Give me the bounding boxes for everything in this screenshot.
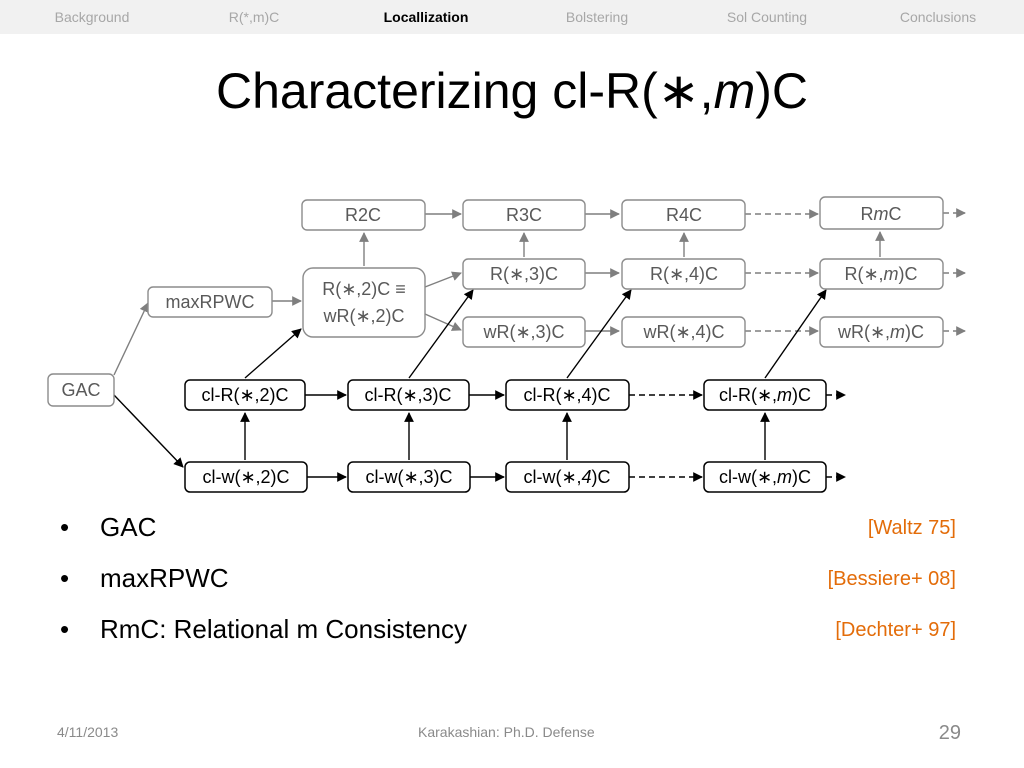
slide-title: Characterizing cl-R(∗,m)C: [216, 63, 808, 119]
node-clr2c-label: cl-R(∗,2)C: [201, 385, 288, 405]
node-clw3c-label: cl-w(∗,3)C: [365, 467, 452, 487]
bullet-text: maxRPWC: [100, 563, 229, 593]
edge-gac-maxrpwc: [113, 302, 149, 376]
node-r4c-box: [621, 199, 746, 231]
node-clw4c-box: [505, 461, 630, 493]
edge-gac-clw2c: [113, 394, 184, 468]
node-clr4c-label: cl-R(∗,4)C: [523, 385, 610, 405]
node-clr4c-box: [505, 379, 630, 411]
edge-clr2c-r2c-equiv: [244, 328, 302, 379]
node-clr3c-box: [347, 379, 470, 411]
nav-item-conclusions[interactable]: Conclusions: [899, 9, 977, 25]
node-clw2c-label: cl-w(∗,2)C: [202, 467, 289, 487]
bullet-dot-icon: •: [60, 563, 70, 593]
node-r2c-label: R2C: [345, 205, 381, 225]
nav-item-background[interactable]: Background: [54, 9, 130, 25]
edge-clr3c-r3c: [408, 289, 474, 379]
edge-r2c-equiv-wr3c: [424, 313, 462, 331]
node-r3c-label: R3C: [506, 205, 542, 225]
node-gac-box: [47, 373, 115, 407]
bullet-text: GAC: [100, 512, 157, 542]
node-clwmc-box: [703, 461, 827, 493]
section-nav-bar: Background R(*,m)C Locallization Bolster…: [0, 0, 1024, 34]
node-rmc-star-box: [819, 258, 944, 290]
bullet-dot-icon: •: [60, 512, 70, 542]
nav-item-localization[interactable]: Locallization: [383, 9, 469, 25]
edge-clr4c-r4c: [566, 289, 632, 379]
edge-r2c-equiv-r3c: [424, 271, 462, 288]
node-wr4c-label: wR(∗,4)C: [642, 322, 724, 342]
nav-item-bolstering[interactable]: Bolstering: [565, 9, 629, 25]
node-wrmc-label: wR(∗,m)C: [837, 322, 924, 342]
node-r3c-star-label: R(∗,3)C: [490, 264, 558, 284]
node-r2c-equiv-line2: wR(∗,2)C: [322, 306, 404, 326]
reference-citation: [Waltz 75]: [867, 517, 956, 539]
node-clrmc-label: cl-R(∗,m)C: [719, 385, 811, 405]
node-r4c-star-label: R(∗,4)C: [650, 264, 718, 284]
node-rmc-box: [819, 196, 944, 230]
node-maxrpwc-label: maxRPWC: [166, 292, 255, 312]
node-r3c-box: [462, 199, 586, 231]
node-maxrpwc-box: [147, 286, 273, 318]
node-wrmc-box: [819, 316, 944, 348]
node-r4c-label: R4C: [666, 205, 702, 225]
node-clr2c-box: [184, 379, 306, 411]
node-wr4c-box: [621, 316, 746, 348]
node-clr3c-label: cl-R(∗,3)C: [364, 385, 451, 405]
node-gac-label: GAC: [61, 380, 100, 400]
node-r2c-box: [301, 199, 426, 231]
reference-citation: [Dechter+ 97]: [835, 619, 956, 641]
node-r3c-star-box: [462, 258, 586, 290]
node-clw2c-box: [184, 461, 308, 493]
bullet-item-maxrpwc: • maxRPWC [Bessiere+ 08]: [60, 561, 960, 601]
node-wr3c-label: wR(∗,3)C: [482, 322, 564, 342]
edge-clrmc-rmc: [764, 289, 827, 379]
node-r2c-equiv-line1: R(∗,2)C ≡: [322, 279, 406, 299]
node-clrmc-box: [703, 379, 827, 411]
page-number: 29: [938, 722, 961, 744]
footer-presentation-title: Karakashian: Ph.D. Defense: [418, 724, 595, 740]
node-r4c-star-box: [621, 258, 746, 290]
reference-citation: [Bessiere+ 08]: [827, 568, 956, 590]
node-wr3c-box: [462, 316, 586, 348]
node-clw3c-box: [347, 461, 471, 493]
node-r2c-equiv-box: [302, 267, 426, 338]
nav-item-rmc[interactable]: R(*,m)C: [228, 9, 280, 25]
bullet-item-rmc: • RmC: Relational m Consistency [Dechter…: [60, 612, 960, 652]
bullet-item-gac: • GAC [Waltz 75]: [60, 510, 960, 550]
bullet-text: RmC: Relational m Consistency: [100, 614, 468, 644]
nav-item-sol-counting[interactable]: Sol Counting: [726, 9, 808, 25]
node-clw4c-label: cl-w(∗,4)C: [523, 467, 610, 487]
node-rmc-label: RmC: [861, 204, 902, 224]
node-rmc-star-label: R(∗,m)C: [844, 264, 917, 284]
bullet-dot-icon: •: [60, 614, 70, 644]
node-clwmc-label: cl-w(∗,m)C: [719, 467, 811, 487]
footer-date: 4/11/2013: [57, 724, 119, 740]
